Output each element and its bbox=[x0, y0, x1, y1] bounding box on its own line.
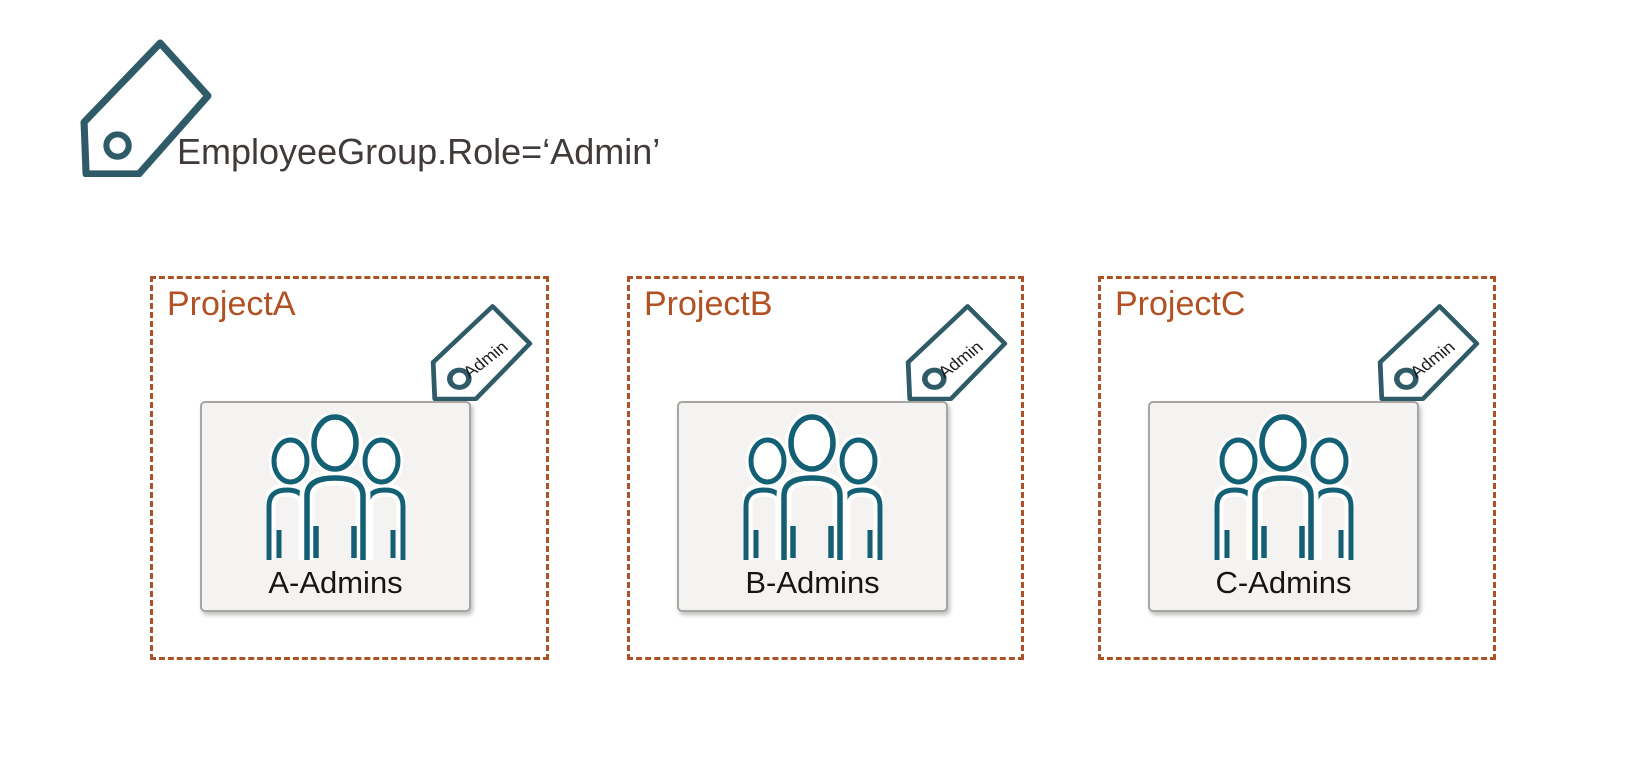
project-box-c: ProjectC Admin bbox=[1098, 276, 1496, 660]
group-card: C-Admins bbox=[1148, 401, 1419, 612]
diagram-title: EmployeeGroup.Role=‘Admin’ bbox=[177, 131, 661, 172]
tag-icon bbox=[80, 39, 212, 177]
group-label: B-Admins bbox=[745, 565, 880, 600]
tag-icon: Admin bbox=[430, 304, 533, 401]
people-group-icon bbox=[265, 414, 406, 560]
group-label: A-Admins bbox=[268, 565, 403, 600]
project-label: ProjectC bbox=[1115, 285, 1246, 323]
tag-icon: Admin bbox=[1377, 304, 1480, 401]
group-label: C-Admins bbox=[1215, 565, 1352, 600]
project-box-b: ProjectB Admin bbox=[627, 276, 1024, 660]
tag-icon: Admin bbox=[905, 304, 1008, 401]
people-group-icon bbox=[1213, 414, 1354, 560]
project-box-a: ProjectA Admin bbox=[150, 276, 549, 660]
people-group-icon bbox=[742, 414, 883, 560]
project-label: ProjectA bbox=[167, 285, 296, 323]
group-card: B-Admins bbox=[677, 401, 948, 612]
group-card: A-Admins bbox=[200, 401, 471, 612]
project-label: ProjectB bbox=[644, 285, 773, 323]
